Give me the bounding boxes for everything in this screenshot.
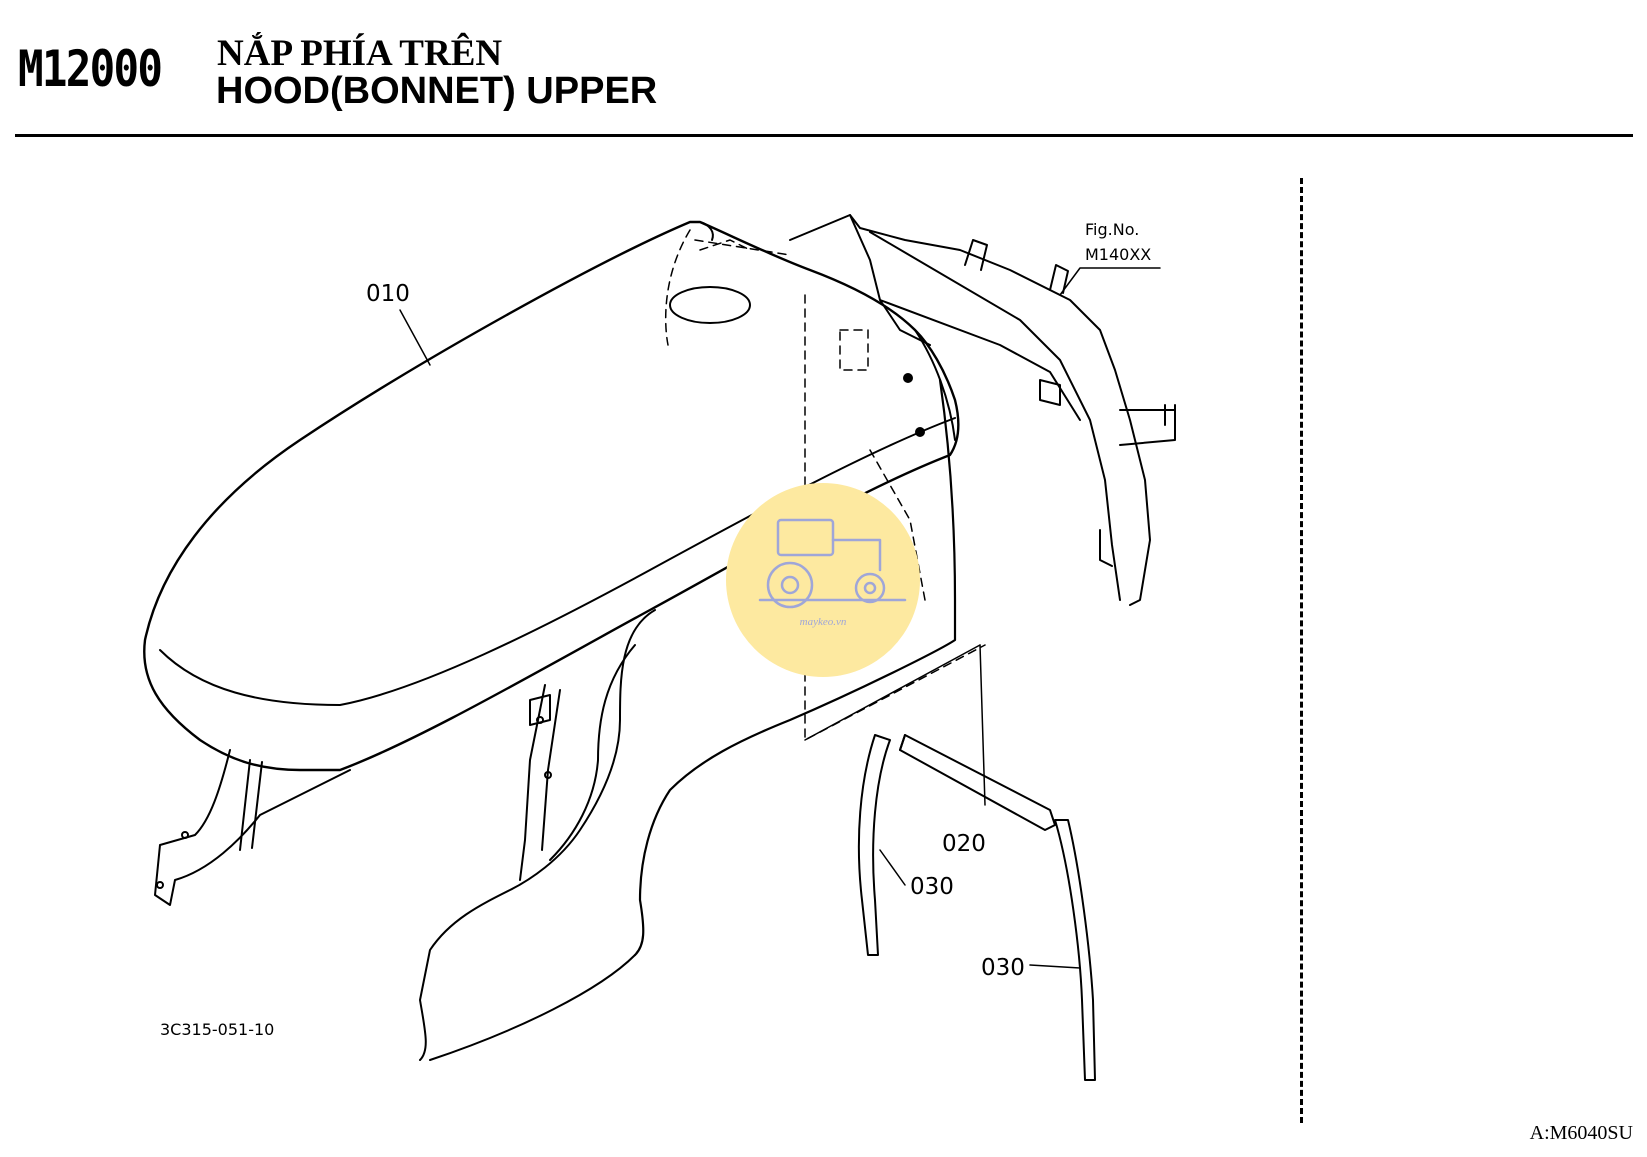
watermark: maykeo.vn xyxy=(726,483,920,677)
drawing-code: 3C315-051-10 xyxy=(160,1020,274,1039)
page-code: M12000 xyxy=(18,40,163,98)
fig-number-code: M140XX xyxy=(1085,245,1151,264)
callout-030-left: 030 xyxy=(910,874,954,900)
hidden-edges xyxy=(664,229,986,741)
header-divider xyxy=(15,134,1633,137)
left-bracket xyxy=(154,749,351,906)
page-title-vietnamese: NẮP PHÍA TRÊN xyxy=(217,33,503,74)
part-020-strip xyxy=(899,734,1056,831)
part-030-left-seal xyxy=(857,734,891,956)
callout-030-right: 030 xyxy=(981,955,1025,981)
watermark-text: maykeo.vn xyxy=(800,616,847,628)
callout-010: 010 xyxy=(366,281,410,307)
callout-020: 020 xyxy=(942,831,986,857)
tractor-icon xyxy=(758,518,907,609)
hood-upper xyxy=(143,220,960,1061)
watermark-disc xyxy=(726,483,920,677)
fig-number-label: Fig.No. xyxy=(1085,220,1139,239)
part-030-right-seal xyxy=(1054,819,1096,1081)
front-frame-outline xyxy=(789,214,1176,606)
dashed-divider xyxy=(1300,178,1303,1123)
footer-code: A:M6040SU xyxy=(1529,1122,1633,1144)
inner-support xyxy=(519,684,561,881)
leader-lines xyxy=(399,267,1161,969)
page-title-english: HOOD(BONNET) UPPER xyxy=(216,70,658,112)
